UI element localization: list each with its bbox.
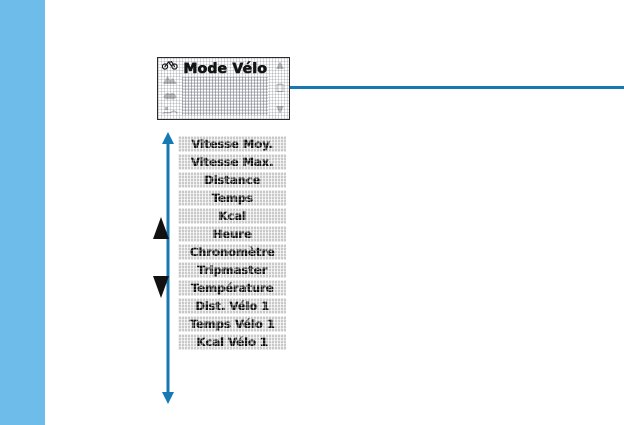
scroll-down-arrow-icon[interactable] [275, 105, 285, 115]
scroll-down-triangle [153, 276, 169, 298]
menu-item-vitesse-max[interactable]: Vitesse Max. [178, 154, 286, 170]
battery-icon [275, 83, 285, 93]
scroll-up-arrow-icon[interactable] [275, 60, 285, 70]
menu-item-label: Kcal Vélo 1 [196, 335, 268, 349]
menu-item-label: Distance [203, 173, 261, 187]
scroll-range-indicator [160, 132, 176, 404]
mode-icon-column [160, 59, 179, 116]
scroll-up-triangle [153, 217, 169, 239]
lcd-pixel-grid [158, 58, 289, 119]
menu-item-label: Kcal [218, 209, 246, 223]
swimmer-icon[interactable] [161, 105, 178, 116]
menu-item-label: Chronomètre [189, 245, 275, 259]
status-icon-column [273, 60, 287, 115]
lcd-body-area [182, 77, 268, 115]
menu-item-label: Temps Vélo 1 [189, 317, 275, 331]
left-color-band [0, 0, 45, 425]
menu-item-label: Vitesse Moy. [191, 137, 273, 151]
menu-item-label: Température [190, 281, 274, 295]
menu-item-temps[interactable]: Temps [178, 190, 286, 206]
menu-item-label: Tripmaster [197, 263, 267, 277]
menu-item-label: Vitesse Max. [190, 155, 274, 169]
menu-list: Vitesse Moy. Vitesse Max. Distance Temps… [178, 136, 286, 350]
menu-item-tripmaster[interactable]: Tripmaster [178, 262, 286, 278]
mountain-icon[interactable] [162, 74, 178, 85]
menu-item-dist-velo-1[interactable]: Dist. Vélo 1 [178, 298, 286, 314]
menu-item-label: Temps [211, 191, 253, 205]
menu-item-kcal[interactable]: Kcal [178, 208, 286, 224]
callout-line [290, 86, 624, 89]
shoe-icon[interactable] [162, 90, 178, 101]
display-title: Mode Vélo [183, 60, 267, 77]
menu-item-kcal-velo-1[interactable]: Kcal Vélo 1 [178, 334, 286, 350]
menu-item-temperature[interactable]: Température [178, 280, 286, 296]
menu-item-vitesse-moy[interactable]: Vitesse Moy. [178, 136, 286, 152]
menu-item-distance[interactable]: Distance [178, 172, 286, 188]
menu-item-heure[interactable]: Heure [178, 226, 286, 242]
menu-item-chronometre[interactable]: Chronomètre [178, 244, 286, 260]
menu-item-temps-velo-1[interactable]: Temps Vélo 1 [178, 316, 286, 332]
scroll-direction-markers [152, 215, 170, 300]
menu-item-label: Heure [212, 227, 252, 241]
bicycle-icon[interactable] [161, 59, 178, 70]
device-display-panel: Mode Vélo [157, 57, 290, 120]
menu-item-label: Dist. Vélo 1 [194, 299, 270, 313]
